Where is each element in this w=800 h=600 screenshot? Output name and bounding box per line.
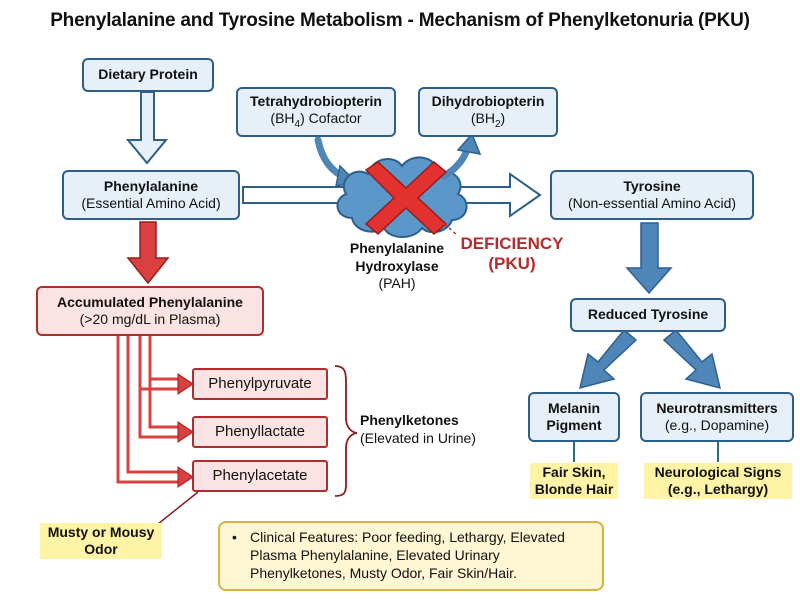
- melanin-line-1: Melanin: [547, 399, 601, 416]
- accumulated-title: Accumulated Phenylalanine: [57, 293, 243, 310]
- fair-skin-highlight: Fair Skin, Blonde Hair: [530, 463, 618, 499]
- odor-line-1: Musty or Mousy: [47, 524, 155, 540]
- neurological-signs-line-2: (e.g., Lethargy): [667, 480, 769, 497]
- bh4-subtitle: (BH4) Cofactor: [270, 110, 362, 130]
- odor-highlight: Musty or Mousy Odor: [40, 523, 162, 559]
- enzyme-line-3: (PAH): [378, 275, 416, 291]
- fair-skin-line-2: Blonde Hair: [534, 480, 614, 497]
- bh2-title: Dihydrobiopterin: [431, 92, 545, 109]
- arrow-dietary-to-phenylalanine: [125, 91, 169, 165]
- arrow-reduced-to-neuro: [662, 328, 722, 390]
- odor-line-2: Odor: [84, 540, 118, 557]
- fair-skin-line-1: Fair Skin,: [542, 464, 606, 480]
- phenylpyruvate-box: Phenylpyruvate: [192, 368, 328, 400]
- clinical-features-text: Clinical Features: Poor feeding, Letharg…: [250, 529, 565, 581]
- accumulated-phenylalanine-box: Accumulated Phenylalanine (>20 mg/dL in …: [36, 286, 264, 336]
- arrow-head-phenylacetate: [177, 466, 194, 488]
- dietary-protein-box: Dietary Protein: [82, 58, 214, 92]
- arrow-reduced-to-melanin: [578, 328, 638, 390]
- deficiency-line-1: DEFICIENCY: [460, 234, 564, 253]
- melanin-line-2: Pigment: [546, 417, 602, 433]
- bh4-title: Tetrahydrobiopterin: [250, 92, 382, 109]
- phenylalanine-subtitle: (Essential Amino Acid): [81, 195, 221, 211]
- clinical-features-box: • Clinical Features: Poor feeding, Letha…: [218, 521, 604, 591]
- accumulated-subtitle: (>20 mg/dL in Plasma): [79, 311, 221, 327]
- page-title: Phenylalanine and Tyrosine Metabolism - …: [50, 10, 750, 31]
- tyrosine-title: Tyrosine: [623, 177, 681, 194]
- enzyme-line-2: Hydroxylase: [355, 257, 439, 274]
- phenylacetate-box: Phenylacetate: [192, 460, 328, 492]
- deficiency-x-icon: [364, 161, 448, 235]
- accumulated-branch-lines: [116, 336, 180, 484]
- arrow-bh2-head: [456, 132, 482, 155]
- phenylketones-label: Phenylketones (Elevated in Urine): [360, 412, 506, 447]
- melanin-pigment-box: Melanin Pigment: [528, 392, 620, 442]
- phenylalanine-title: Phenylalanine: [103, 177, 199, 194]
- arrow-head-phenylpyruvate: [177, 373, 194, 395]
- dietary-protein-label: Dietary Protein: [98, 66, 198, 83]
- neurotransmitters-title: Neurotransmitters: [656, 399, 778, 416]
- bullet-icon: •: [232, 529, 237, 545]
- phenylketones-title: Phenylketones: [360, 412, 459, 428]
- bh2-subtitle: (BH2): [470, 110, 506, 130]
- neurotransmitters-subtitle: (e.g., Dopamine): [664, 417, 770, 433]
- enzyme-line-1: Phenylalanine: [349, 240, 445, 256]
- phenylketones-brace: [334, 365, 358, 497]
- bh4-box: Tetrahydrobiopterin (BH4) Cofactor: [236, 87, 396, 137]
- arrow-tyrosine-to-reduced: [625, 222, 673, 295]
- tyrosine-box: Tyrosine (Non-essential Amino Acid): [550, 170, 754, 220]
- reduced-tyrosine-label: Reduced Tyrosine: [587, 306, 709, 323]
- tyrosine-subtitle: (Non-essential Amino Acid): [567, 195, 737, 211]
- enzyme-label: Phenylalanine Hydroxylase (PAH): [322, 240, 472, 293]
- deficiency-connector: [439, 219, 459, 237]
- arrow-head-phenyllactate: [177, 421, 194, 443]
- deficiency-label: DEFICIENCY (PKU): [456, 234, 568, 275]
- phenylketones-subtitle: (Elevated in Urine): [360, 429, 476, 446]
- phenylacetate-label: Phenylacetate: [212, 466, 308, 484]
- neurotransmitters-box: Neurotransmitters (e.g., Dopamine): [640, 392, 794, 442]
- phenylalanine-box: Phenylalanine (Essential Amino Acid): [62, 170, 240, 220]
- arrow-phenylalanine-to-accumulated: [126, 221, 170, 285]
- phenyllactate-label: Phenyllactate: [214, 422, 306, 440]
- deficiency-line-2: (PKU): [488, 254, 536, 274]
- neurological-signs-highlight: Neurological Signs (e.g., Lethargy): [644, 463, 792, 499]
- phenyllactate-box: Phenyllactate: [192, 416, 328, 448]
- neurological-signs-line-1: Neurological Signs: [654, 464, 782, 480]
- bh2-box: Dihydrobiopterin (BH2): [418, 87, 558, 137]
- reduced-tyrosine-box: Reduced Tyrosine: [570, 298, 726, 332]
- phenylpyruvate-label: Phenylpyruvate: [208, 374, 312, 392]
